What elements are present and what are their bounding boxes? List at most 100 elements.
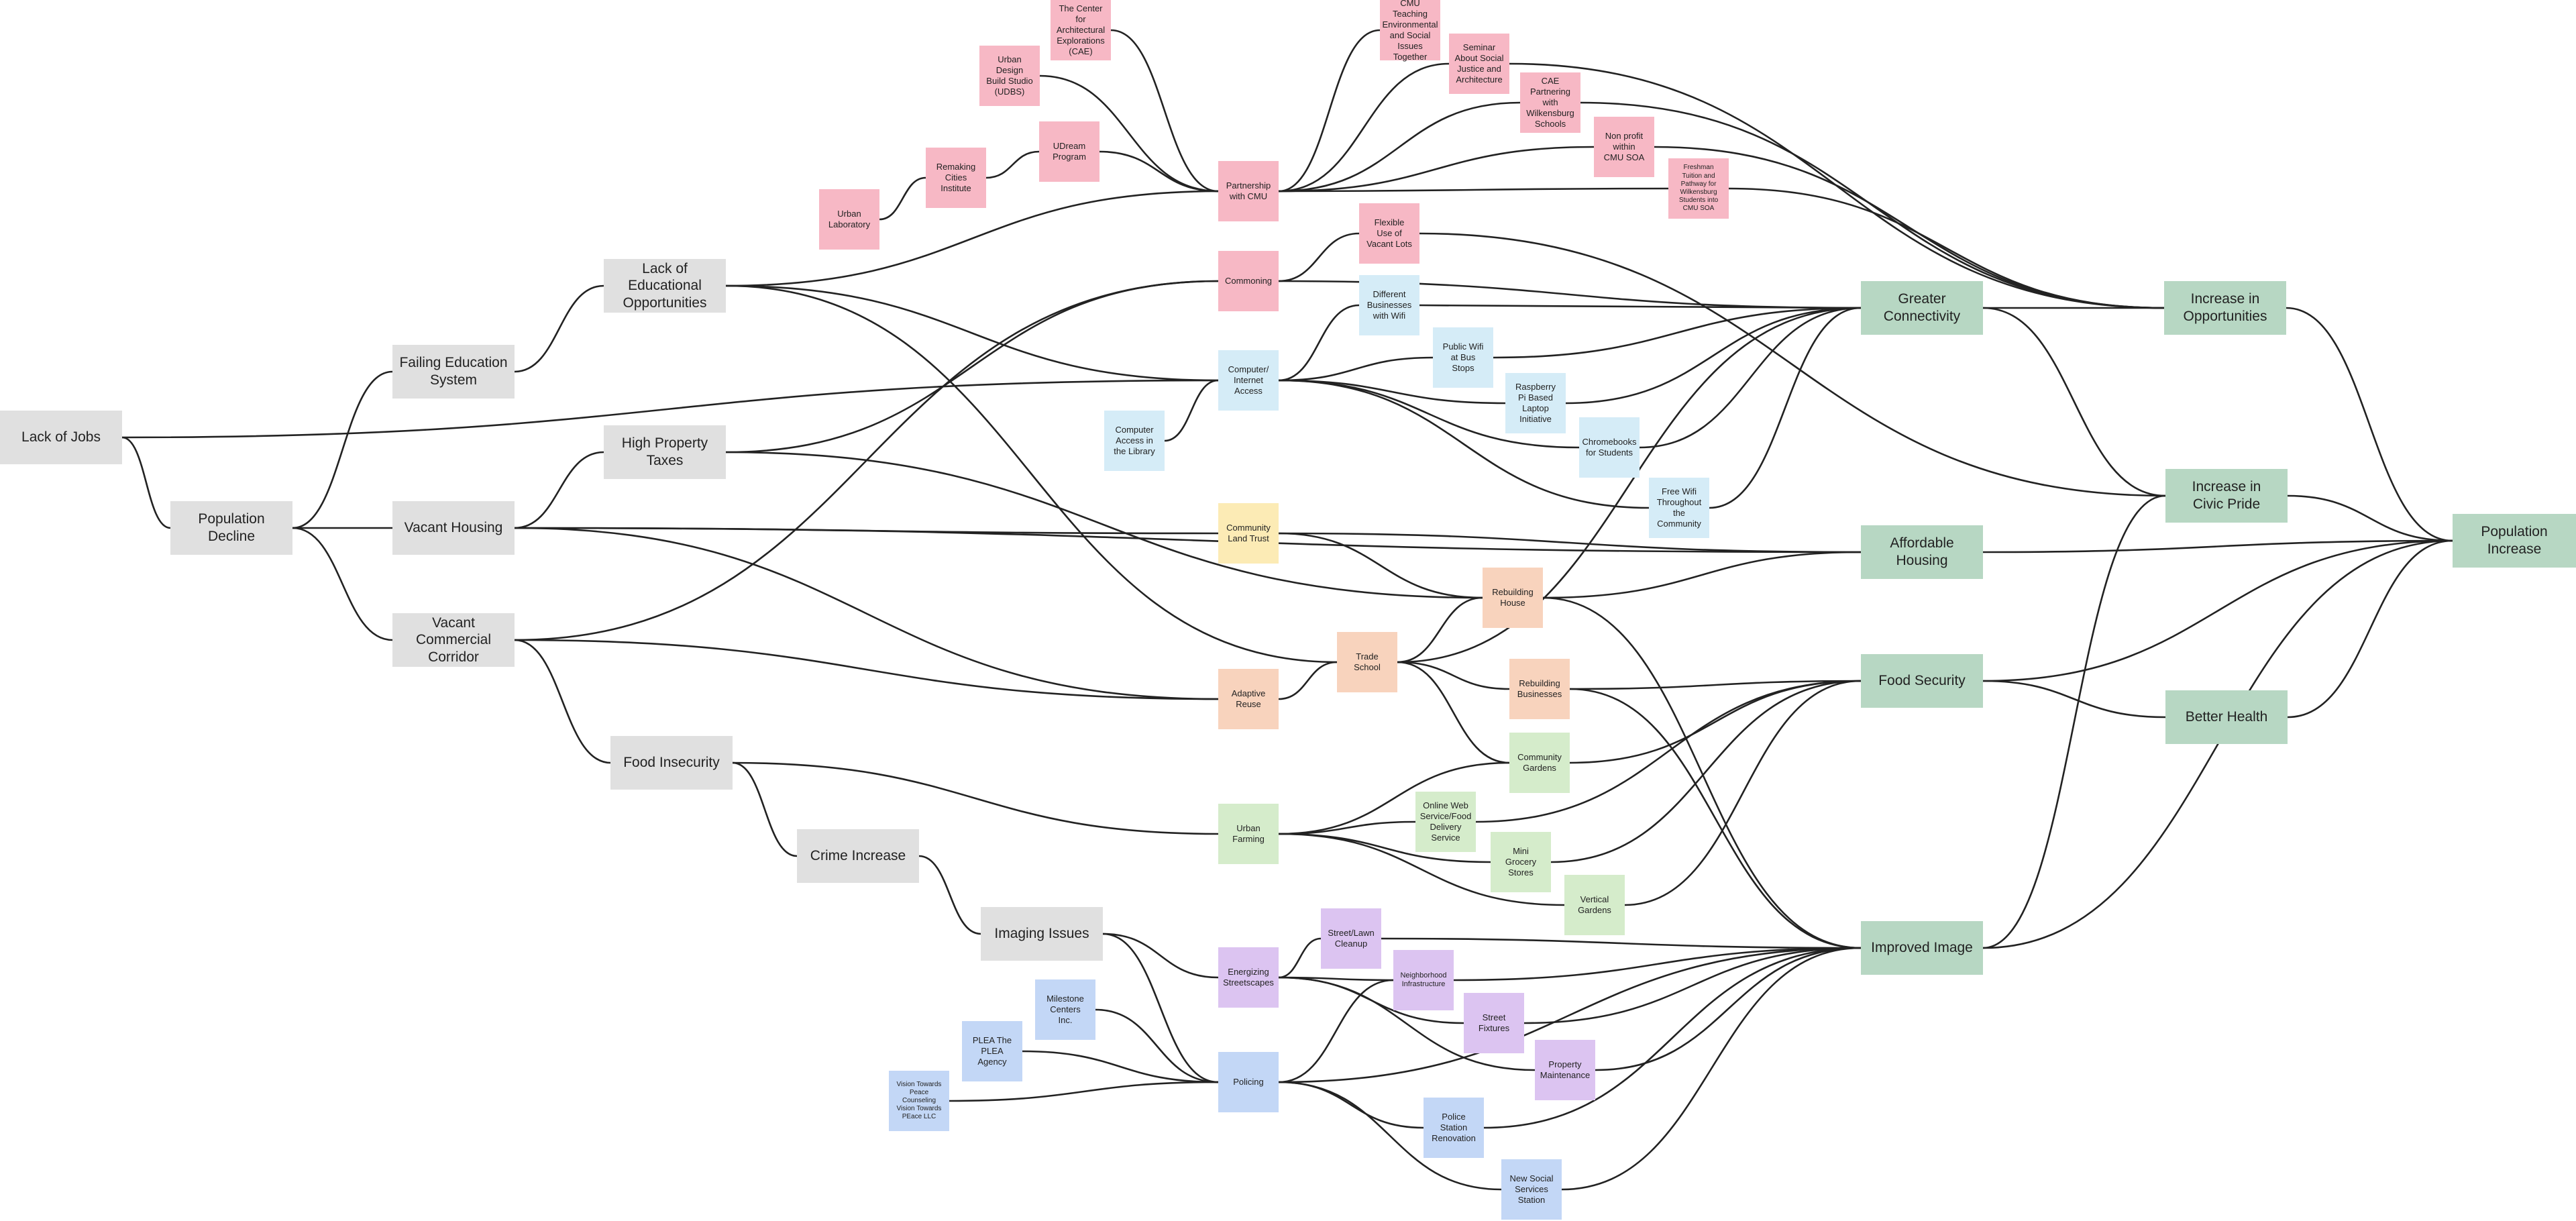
connector-lack_educational-to-trade_school [725, 284, 1338, 663]
connector-lack_educational-to-partnership_cmu [725, 190, 1219, 287]
connector-vertical_gardens-to-food_security [1624, 680, 1862, 906]
connector-community_land_trust-to-affordable_housing [1278, 532, 1862, 553]
connector-mini_grocery-to-food_security [1550, 680, 1862, 863]
node-center-for-architectural-explorations: The Center for Architectural Exploration… [1051, 0, 1111, 60]
node-label: Improved Image [1871, 940, 1973, 956]
connector-community_land_trust-to-rebuilding_house [1278, 532, 1483, 599]
connector-population_decline-to-failing_education [292, 370, 393, 529]
node-milestone-centers: Milestone Centers Inc. [1035, 979, 1095, 1040]
node-lack-of-jobs: Lack of Jobs [0, 411, 122, 464]
node-label: CMU Teaching Environmental and Social Is… [1382, 0, 1438, 62]
connector-center_architectural-to-partnership_cmu [1110, 29, 1219, 193]
node-vertical-gardens: Vertical Gardens [1564, 875, 1625, 935]
connector-chromebooks-to-greater_connectivity [1639, 307, 1862, 449]
node-label: Online Web Service/Food Delivery Service [1419, 800, 1472, 843]
node-label: Increase in Civic Pride [2192, 479, 2261, 512]
node-street-lawn-cleanup: Street/Lawn Cleanup [1321, 908, 1381, 969]
node-mini-grocery-stores: Mini Grocery Stores [1491, 832, 1551, 892]
node-label: Greater Connectivity [1883, 291, 1961, 324]
connector-energizing_streetscapes-to-property_maintenance [1278, 976, 1536, 1071]
connector-adaptive_reuse-to-trade_school [1278, 661, 1338, 700]
connector-improved_image-to-increase_civic_pride [1982, 494, 2166, 949]
node-label: UDream Program [1053, 141, 1086, 162]
node-label: Flexible Use of Vacant Lots [1366, 217, 1412, 249]
node-plea-agency: PLEA The PLEA Agency [962, 1021, 1022, 1081]
node-label: PLEA The PLEA Agency [972, 1035, 1012, 1067]
connector-public_wifi-to-greater_connectivity [1493, 307, 1862, 359]
node-new-social-services-station: New Social Services Station [1501, 1159, 1562, 1220]
node-label: Computer Access in the Library [1114, 425, 1155, 456]
node-label: Rebuilding House [1492, 587, 1534, 608]
connector-rebuilding_businesses-to-improved_image [1569, 688, 1862, 949]
connector-plea_agency-to-policing [1022, 1050, 1219, 1083]
node-high-property-taxes: High Property Taxes [604, 425, 726, 479]
node-label: Adaptive Reuse [1231, 688, 1266, 709]
connector-police_station-to-improved_image [1483, 947, 1862, 1129]
connector-vacant_housing-to-high_property_taxes [514, 451, 604, 529]
node-label: Rebuilding Businesses [1517, 678, 1562, 699]
node-rebuilding-house: Rebuilding House [1483, 568, 1543, 628]
node-imaging-issues: Imaging Issues [981, 907, 1103, 961]
connector-food_insecurity-to-urban_farming [732, 761, 1219, 835]
node-population-decline: Population Decline [170, 501, 292, 555]
node-label: Different Businesses with Wifi [1366, 289, 1412, 321]
node-label: Freshman Tuition and Pathway for Wilkens… [1678, 164, 1719, 213]
connector-flexible_lots-to-increase_civic_pride [1419, 232, 2166, 497]
node-label: Urban Design Build Studio (UDBS) [986, 54, 1033, 97]
connector-commoning-to-flexible_lots [1278, 232, 1360, 282]
connector-urban_farming-to-vertical_gardens [1278, 833, 1565, 906]
node-label: Mini Grocery Stores [1505, 846, 1537, 878]
connector-vacant_housing-to-affordable_housing [514, 527, 1862, 553]
node-label: Affordable Housing [1890, 535, 1954, 568]
connector-trade_school-to-community_gardens [1397, 661, 1510, 764]
node-label: Failing Education System [399, 355, 508, 388]
node-label: Computer/ Internet Access [1228, 364, 1269, 396]
node-free-wifi-throughout-community: Free Wifi Throughout the Community [1649, 478, 1709, 538]
node-label: CAE Partnering with Wilkensburg Schools [1526, 76, 1574, 129]
node-computer-access-in-library: Computer Access in the Library [1104, 411, 1165, 471]
node-community-gardens: Community Gardens [1509, 733, 1570, 793]
node-label: High Property Taxes [621, 435, 708, 468]
connector-vacant_housing-to-adaptive_reuse [514, 527, 1219, 700]
node-chromebooks-for-students: Chromebooks for Students [1579, 417, 1640, 478]
node-label: Population Decline [198, 511, 265, 544]
connector-street_lawn_cleanup-to-improved_image [1381, 937, 1862, 949]
connector-rebuilding_businesses-to-food_security [1569, 680, 1862, 690]
node-greater-connectivity: Greater Connectivity [1861, 281, 1983, 335]
node-label: Vision Towards Peace Counseling Vision T… [896, 1080, 942, 1121]
node-label: Community Land Trust [1226, 523, 1271, 543]
node-label: Commoning [1224, 276, 1273, 286]
connector-neighborhood_infrastructure-to-improved_image [1453, 947, 1862, 981]
node-label: Population Increase [2481, 524, 2548, 557]
node-rebuilding-businesses: Rebuilding Businesses [1509, 659, 1570, 719]
connector-high_property_taxes-to-rebuilding_house [725, 451, 1483, 599]
connector-partnership_cmu-to-seminar_social [1278, 62, 1450, 193]
node-nonprofit-within-cmu-soa: Non profit within CMU SOA [1594, 117, 1654, 177]
node-label: Street/Lawn Cleanup [1328, 928, 1375, 949]
node-urban-laboratory: Urban Laboratory [819, 189, 879, 250]
node-population-increase: Population Increase [2453, 514, 2576, 568]
connector-policing-to-new_social_services [1278, 1081, 1502, 1191]
connector-partnership_cmu-to-nonprofit_soa [1278, 146, 1595, 193]
node-label: Police Station Renovation [1432, 1112, 1476, 1143]
node-label: Non profit within CMU SOA [1603, 131, 1645, 162]
connector-increase_opportunities-to-population_increase [2286, 307, 2453, 542]
node-label: Lack of Educational Opportunities [623, 260, 707, 311]
node-label: Better Health [2185, 709, 2268, 725]
node-better-health: Better Health [2165, 690, 2288, 744]
connector-freshman_tuition-to-increase_opportunities [1728, 187, 2165, 309]
connector-failing_education-to-lack_educational [514, 284, 604, 373]
node-energizing-streetscapes: Energizing Streetscapes [1218, 947, 1279, 1008]
node-label: Property Maintenance [1540, 1059, 1591, 1080]
node-label: Vertical Gardens [1578, 894, 1611, 915]
node-label: Crime Increase [810, 848, 906, 864]
node-commoning: Commoning [1218, 251, 1279, 311]
connector-urban_design_build-to-partnership_cmu [1039, 74, 1219, 193]
connector-food_security-to-better_health [1982, 680, 2166, 719]
node-vision-towards-peace: Vision Towards Peace Counseling Vision T… [889, 1071, 949, 1131]
node-label: Increase in Opportunities [2183, 291, 2267, 324]
connector-computer_library-to-computer_internet [1164, 379, 1219, 442]
connector-imaging_issues-to-energizing_streetscapes [1102, 933, 1219, 979]
node-adaptive-reuse: Adaptive Reuse [1218, 669, 1279, 729]
